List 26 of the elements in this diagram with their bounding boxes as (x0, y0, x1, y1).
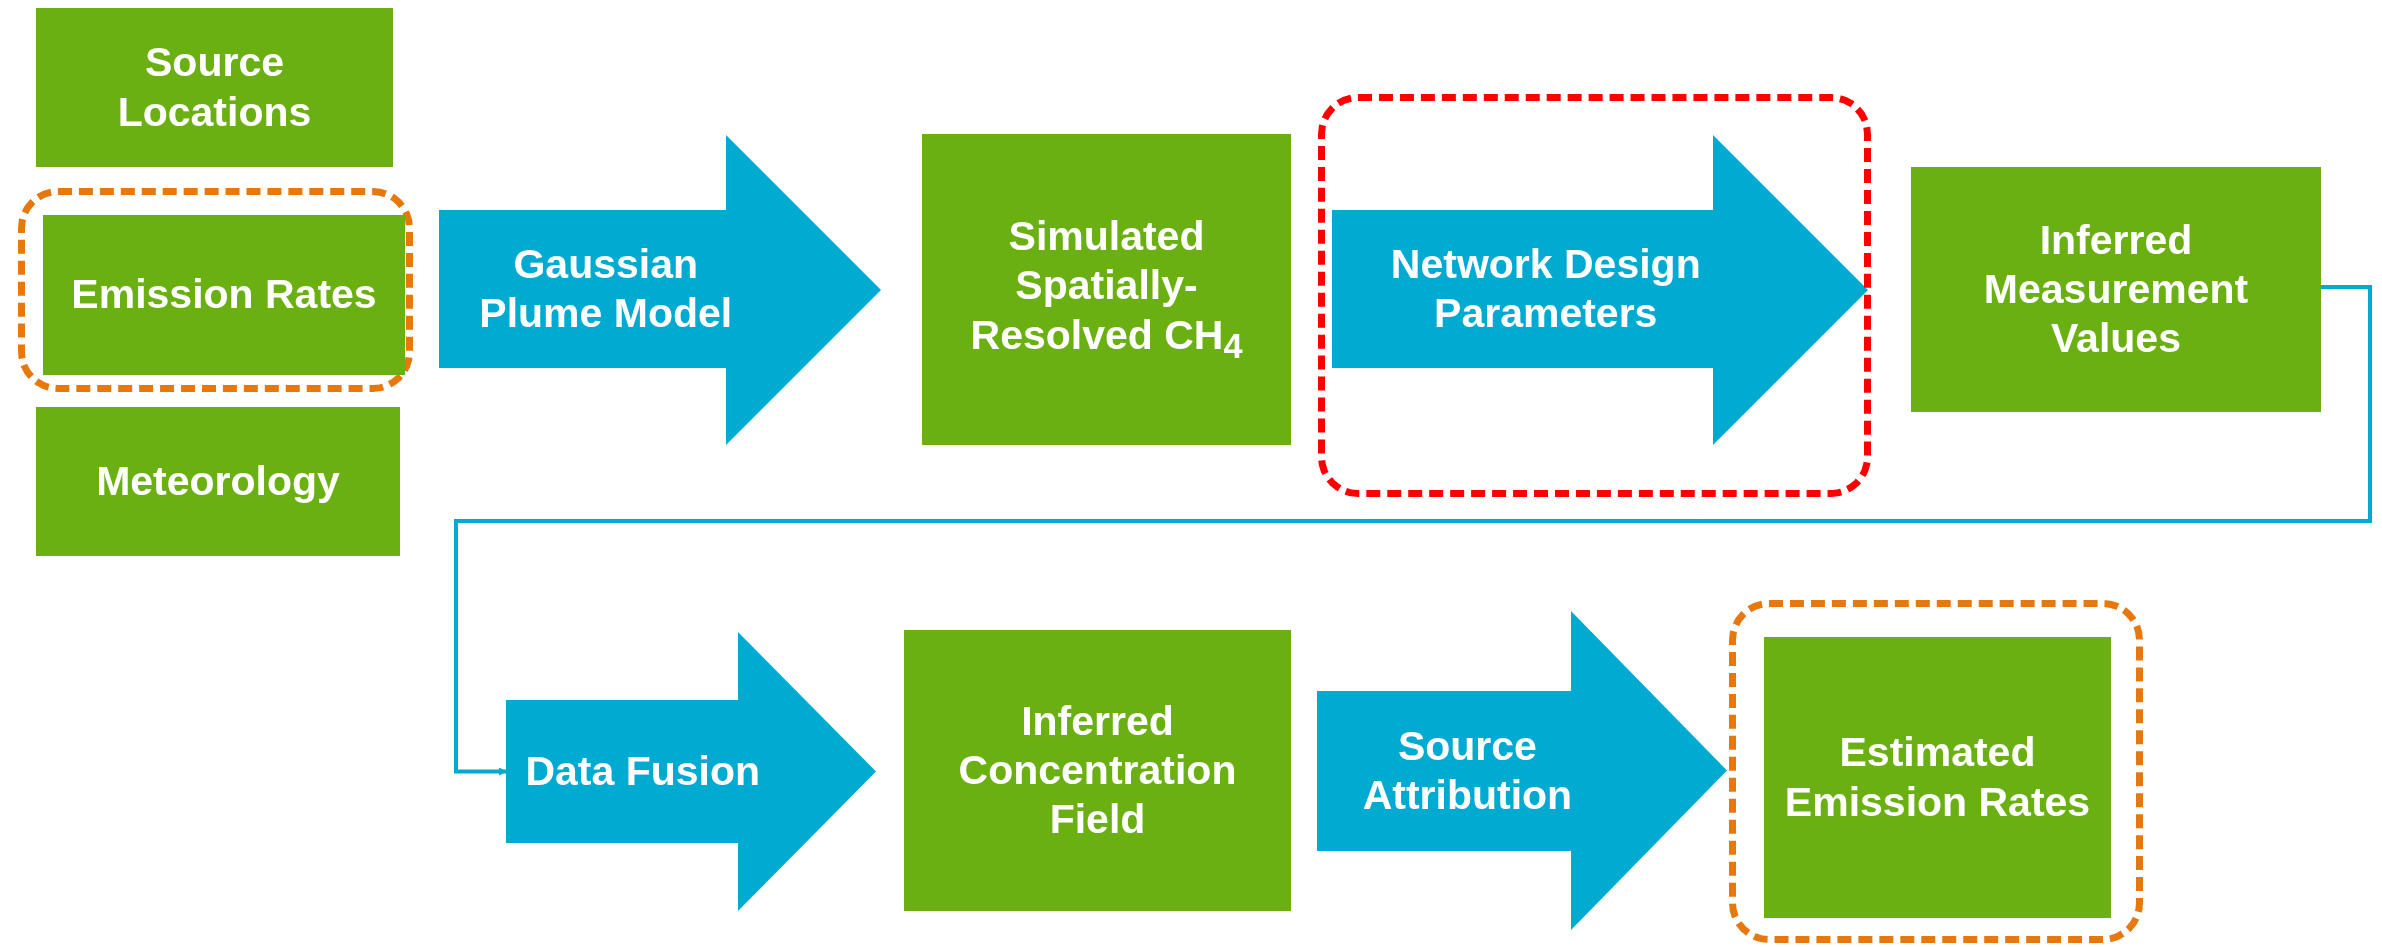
block-arrow (1332, 135, 1868, 445)
block-arrow (1317, 611, 1727, 930)
box-label: Inferred Concentration Field (957, 696, 1238, 845)
box-label: Inferred Measurement Values (1982, 215, 2250, 364)
box-label: Simulated Spatially-Resolved CH$_{4}$ (969, 212, 1244, 367)
process-box (922, 134, 1291, 445)
process-box (904, 630, 1291, 911)
edge-label: Source Attribution (1361, 721, 1574, 820)
process-box (1764, 637, 2111, 918)
process-box (36, 407, 400, 556)
box-label: Emission Rates (71, 270, 377, 320)
process-box (1911, 167, 2321, 412)
process-box (43, 215, 405, 375)
box-label: Meteorology (96, 456, 340, 506)
process-arrow (439, 135, 881, 445)
box-label: Gaussian Plume Model (478, 239, 734, 338)
box-label: Data Fusion (525, 746, 760, 796)
highlight-outline (1729, 600, 2143, 943)
edge-label: Network Design Parameters (1389, 239, 1702, 338)
process-box (36, 8, 393, 167)
highlight-outline (18, 188, 413, 392)
connector-arrow (454, 285, 2372, 776)
process-arrow (506, 632, 876, 911)
box-label: Estimated Emission Rates (1783, 728, 2092, 827)
box-label: Source Locations (116, 38, 313, 137)
highlight-outline (1318, 94, 1871, 497)
